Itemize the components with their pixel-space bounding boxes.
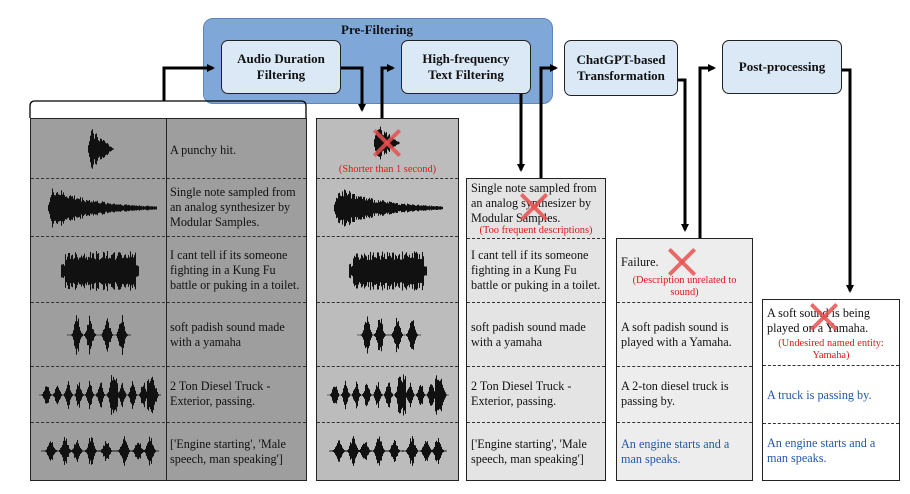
arrow-chatgpt-out — [678, 78, 689, 232]
table-row — [317, 179, 458, 237]
table-row — [317, 423, 458, 480]
waveform-trace — [48, 188, 157, 228]
caption: 2 Ton Diesel Truck -Exterior, passing. — [170, 379, 271, 408]
waveform-icon — [39, 375, 161, 415]
rejection-note: (Too frequent descriptions) — [479, 225, 593, 236]
rejection-note: (Shorter than 1 second) — [338, 164, 437, 175]
arrow-duration — [341, 66, 366, 112]
arrow-in — [162, 64, 215, 101]
caption: A punchy hit. — [170, 143, 237, 157]
pre-filtering-title: Pre-Filtering — [341, 22, 413, 37]
table-row: (Shorter than 1 second) — [317, 119, 458, 179]
table-row — [317, 367, 458, 423]
arrow-to-frequency — [380, 64, 395, 118]
stage-label-line: High-frequency — [422, 51, 510, 66]
caption: 2 Ton Diesel Truck -Exterior, passing. — [471, 379, 572, 408]
waveform-trace — [67, 315, 131, 355]
stage-label-line: ChatGPT-based — [576, 52, 666, 67]
waveform-trace — [61, 251, 139, 291]
waveform-icon — [41, 436, 159, 466]
stage-label-line: Text Filtering — [428, 67, 504, 82]
table-row — [317, 303, 458, 367]
rejection-note: (Undesired named entity:Yamaha) — [778, 338, 884, 361]
waveform-icon — [327, 374, 449, 416]
column-divider — [166, 119, 167, 480]
waveform-trace — [41, 436, 159, 466]
waveform-icon — [48, 188, 157, 228]
table-row: A truck is passing by. — [763, 366, 899, 424]
stage-label-line: Transformation — [577, 68, 665, 83]
bracket — [29, 100, 307, 118]
waveform-icon — [61, 251, 139, 291]
table-row: 2 Ton Diesel Truck -Exterior, passing. — [467, 367, 605, 423]
waveform-trace — [329, 436, 447, 466]
waveform-icon — [88, 129, 114, 169]
waveform-icon — [329, 436, 447, 466]
table-row: A punchy hit. — [31, 119, 306, 179]
caption: A truck is passing by. — [767, 388, 872, 402]
waveform-icon — [334, 189, 443, 227]
table-row — [317, 237, 458, 303]
waveform-trace — [88, 129, 114, 169]
waveform-icon — [67, 315, 131, 355]
stage-label-line: Audio Duration — [237, 51, 325, 66]
waveform-trace — [327, 374, 449, 416]
stage-label: Post-processing — [738, 59, 826, 74]
waveform-trace — [334, 189, 443, 227]
stage-label-line: Filtering — [256, 67, 306, 82]
caption: Failure. — [621, 255, 659, 269]
arrow-to-chatgpt — [539, 64, 558, 178]
duration-filtered-panel: (Shorter than 1 second) — [316, 118, 459, 481]
table-row: 2 Ton Diesel Truck -Exterior, passing. — [31, 367, 306, 423]
arrow-to-post — [698, 64, 716, 238]
waveform-icon — [349, 251, 427, 291]
post-processing-stage: Post-processing — [722, 40, 842, 94]
arrow-post-out — [842, 68, 854, 293]
waveform-trace — [349, 251, 427, 291]
waveform-trace — [357, 316, 421, 354]
waveform-icon — [357, 316, 421, 354]
waveform-trace — [39, 375, 161, 415]
